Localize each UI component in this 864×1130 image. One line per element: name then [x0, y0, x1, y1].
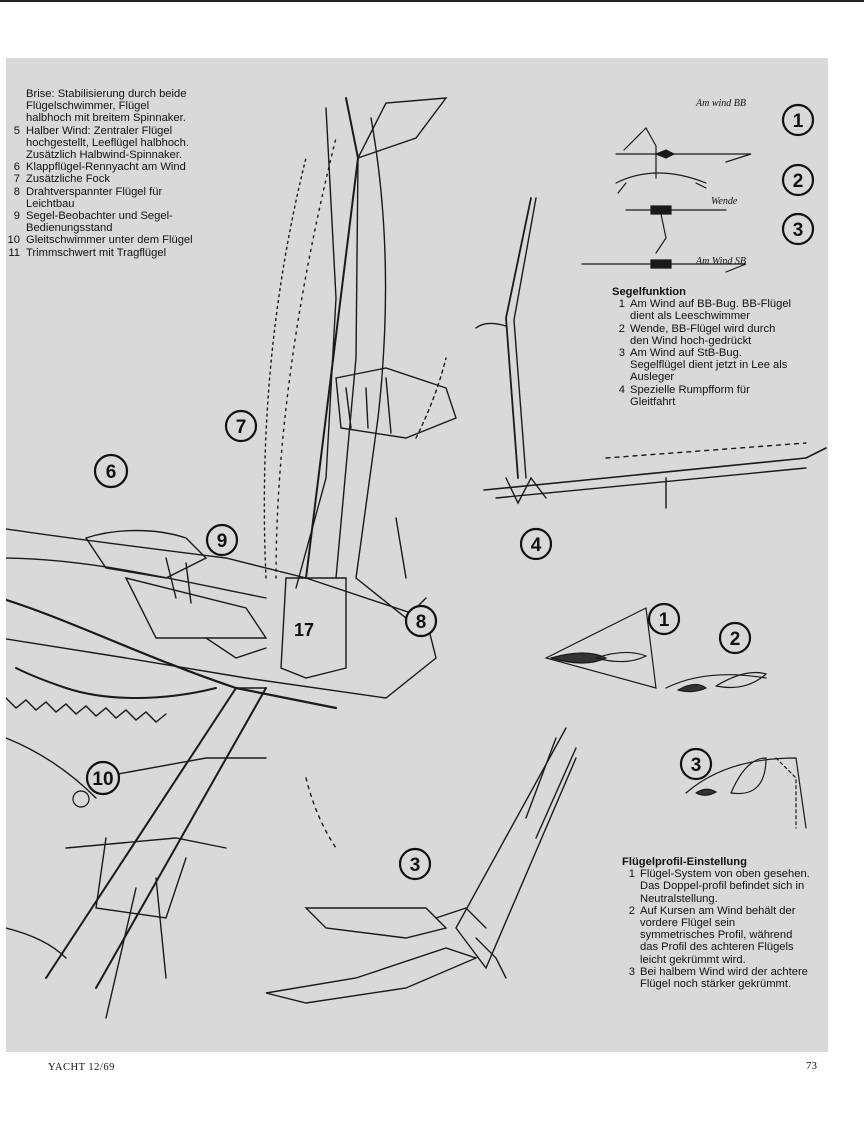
callout-p1-label: 1	[659, 610, 670, 631]
profil-caption: Flügelprofil-Einstellung 1 Flügel-System …	[622, 856, 810, 990]
legend-text: Drahtverspannter Flügel für Leichtbau	[26, 185, 163, 210]
callout-s2-label: 2	[793, 171, 804, 192]
profil-number: 3	[628, 965, 635, 978]
legend-number	[6, 88, 26, 125]
legend-list: Brise: Stabilisierung durch beide Flügel…	[6, 88, 196, 259]
callout-7	[224, 409, 258, 443]
footer-page-number: 73	[806, 1060, 817, 1072]
callout-s3	[781, 212, 815, 246]
legend-item: 6 Klappflügel-Rennyacht am Wind	[6, 161, 196, 173]
legend-number: 6	[13, 161, 20, 174]
wing-structure-sketch	[475, 197, 827, 509]
segelfunktion-text: Am Wind auf BB-Bug. BB-Flügel dient als …	[630, 298, 792, 323]
legend-text: Halber Wind: Zentraler Flügel hochgestel…	[26, 124, 189, 162]
footer-magazine-issue: YACHT 12/69	[48, 1062, 115, 1073]
profil-number: 2	[628, 904, 635, 917]
callout-wing3-label: 3	[410, 855, 421, 876]
profil-text: Auf Kursen am Wind behält der vordere Fl…	[640, 904, 796, 966]
profil-number: 1	[628, 868, 635, 881]
segelfunktion-item: 4 Spezielle Rumpfform für Gleitfahrt	[612, 384, 792, 408]
profile-sketches	[544, 607, 807, 829]
legend-item: 9 Segel-Beobachter und Segel-Bedienungsst…	[6, 210, 196, 234]
callout-8-label: 8	[416, 612, 427, 633]
top-rule	[0, 0, 864, 2]
callout-s1	[781, 103, 815, 137]
legend-number: 11	[8, 246, 20, 259]
legend-item: 5 Halber Wind: Zentraler Flügel hochgeste…	[6, 125, 196, 162]
callout-p1	[647, 602, 681, 636]
callout-s2	[781, 163, 815, 197]
callout-p2-label: 2	[730, 629, 741, 650]
profil-text: Bei halbem Wind wird der achtere Flügel …	[640, 965, 808, 991]
legend-number: 8	[13, 185, 20, 198]
profil-item: 2 Auf Kursen am Wind behält der vordere F…	[622, 905, 810, 966]
callout-4	[519, 527, 553, 561]
illustration-drawing: 6 7 8 9 10 4 1 2 3 1 2 3 3 Am wind BB We…	[6, 97, 827, 1019]
callout-9-label: 9	[217, 531, 228, 552]
legend-item: 11 Trimmschwert mit Tragflügel	[6, 247, 196, 259]
segelfunktion-text: Am Wind auf StB-Bug. Segelflügel dient j…	[630, 347, 788, 384]
label-am-wind-bb: Am wind BB	[695, 98, 746, 109]
legend-number: 5	[13, 124, 20, 137]
label-am-wind-sb: Am Wind SB	[695, 256, 746, 267]
sail-number: 17	[294, 620, 314, 640]
callout-s1-label: 1	[793, 111, 804, 132]
callout-11-marker	[72, 790, 90, 808]
segelfunktion-item: 2 Wende, BB-Flügel wird durch den Wind ho…	[612, 323, 792, 347]
legend-text: Zusätzliche Fock	[26, 173, 110, 186]
callout-10-label: 10	[92, 769, 113, 790]
legend-text: Brise: Stabilisierung durch beide Flügel…	[26, 88, 187, 125]
legend-text: Trimmschwert mit Tragflügel	[26, 246, 167, 259]
illustration-plate: 6 7 8 9 10 4 1 2 3 1 2 3 3 Am wind BB We…	[6, 58, 828, 1052]
segelfunktion-caption: Segelfunktion 1 Am Wind auf BB-Bug. BB-Fl…	[612, 286, 792, 408]
legend-text: Segel-Beobachter und Segel-Bedienungssta…	[26, 210, 173, 235]
legend-item: Brise: Stabilisierung durch beide Flügel…	[6, 88, 196, 125]
segelfunktion-text: Wende, BB-Flügel wird durch den Wind hoc…	[630, 322, 776, 347]
legend-text: Gleitschwimmer unter dem Flügel	[26, 234, 193, 247]
legend-text: Klappflügel-Rennyacht am Wind	[26, 161, 186, 174]
callout-6	[93, 453, 129, 489]
segelfunktion-title: Segelfunktion	[612, 286, 686, 298]
callout-wing3	[398, 847, 432, 881]
legend-number: 9	[13, 210, 20, 223]
legend-number: 10	[7, 234, 20, 247]
callout-9	[205, 523, 239, 557]
profil-item: 3 Bei halbem Wind wird der achtere Flügel…	[622, 966, 810, 990]
wing-sail-sketch	[263, 97, 457, 679]
profil-title: Flügelprofil-Einstellung	[622, 856, 747, 868]
wing-float-sketch	[6, 687, 337, 1019]
legend-item: 10 Gleitschwimmer unter dem Flügel	[6, 234, 196, 246]
segelfunktion-number: 2	[618, 322, 625, 335]
callout-p3-label: 3	[691, 755, 702, 776]
yacht-hull-sketch	[6, 528, 437, 799]
callout-4-label: 4	[531, 535, 542, 556]
callout-s3-label: 3	[793, 220, 804, 241]
legend-item: 8 Drahtverspannter Flügel für Leichtbau	[6, 186, 196, 210]
segelfunktion-text: Spezielle Rumpfform für Gleitfahrt	[630, 383, 750, 408]
segelfunktion-number: 3	[618, 347, 625, 360]
profil-text: Flügel-System von oben gesehen. Das Dopp…	[640, 868, 810, 905]
callout-p3	[679, 747, 713, 781]
callout-8	[404, 604, 438, 638]
profil-item: 1 Flügel-System von oben gesehen. Das Dop…	[622, 868, 810, 905]
segelfunktion-item: 1 Am Wind auf BB-Bug. BB-Flügel dient als…	[612, 298, 792, 322]
callout-p2	[718, 621, 752, 655]
segelfunktion-item: 3 Am Wind auf StB-Bug. Segelflügel dient …	[612, 347, 792, 384]
callout-6-label: 6	[106, 462, 117, 483]
label-wende: Wende	[711, 196, 738, 207]
segelfunktion-number: 4	[618, 383, 625, 396]
legend-number: 7	[13, 173, 20, 186]
segelfunktion-number: 1	[618, 298, 625, 311]
segelfunktion-sketches	[581, 127, 752, 273]
wing-three-sketch	[265, 727, 577, 1004]
legend-item: 7 Zusätzliche Fock	[6, 173, 196, 185]
callout-10	[85, 760, 121, 796]
callout-7-label: 7	[236, 417, 247, 438]
